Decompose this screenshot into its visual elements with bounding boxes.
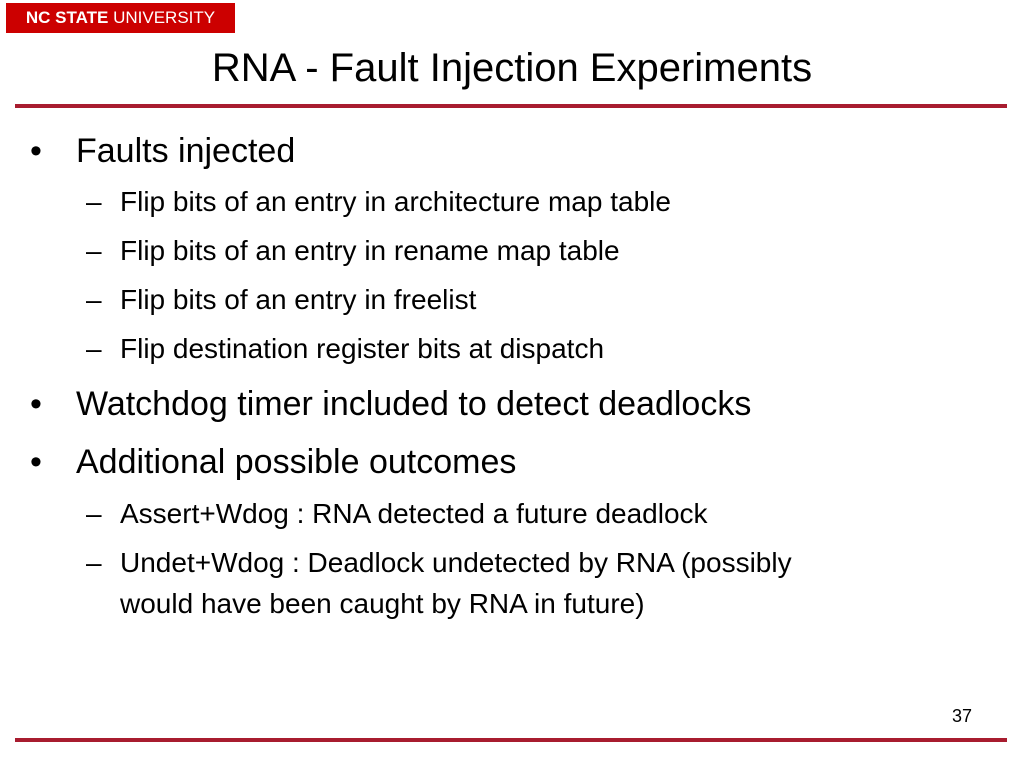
- sub-bullet-text: Assert+Wdog : RNA detected a future dead…: [120, 498, 708, 529]
- bullet-marker: •: [30, 132, 42, 170]
- bullet-text: Additional possible outcomes: [76, 443, 517, 481]
- sub-bullet-marker: –: [86, 284, 102, 315]
- bullet-text: Faults injected: [76, 132, 296, 170]
- sub-bullet-architecture-map: – Flip bits of an entry in architecture …: [86, 185, 671, 219]
- bullet-text: Watchdog timer included to detect deadlo…: [76, 385, 752, 423]
- sub-bullet-text: would have been caught by RNA in future): [120, 588, 645, 619]
- sub-bullet-text: Flip bits of an entry in architecture ma…: [120, 186, 671, 217]
- sub-bullet-rename-map: – Flip bits of an entry in rename map ta…: [86, 234, 620, 268]
- logo-bold-text: NC STATE: [25, 8, 109, 27]
- sub-bullet-text: Undet+Wdog : Deadlock undetected by RNA …: [120, 547, 792, 578]
- bullet-watchdog-timer: • Watchdog timer included to detect dead…: [30, 384, 752, 424]
- sub-bullet-assert-wdog: – Assert+Wdog : RNA detected a future de…: [86, 497, 708, 531]
- sub-bullet-marker: –: [86, 498, 102, 529]
- sub-bullet-marker: –: [86, 235, 102, 266]
- sub-bullet-freelist: – Flip bits of an entry in freelist: [86, 283, 477, 317]
- sub-bullet-text: Flip bits of an entry in rename map tabl…: [120, 235, 620, 266]
- sub-bullet-undet-wdog-continued: would have been caught by RNA in future): [120, 587, 645, 621]
- sub-bullet-marker: –: [86, 547, 102, 578]
- bullet-additional-outcomes: • Additional possible outcomes: [30, 442, 517, 482]
- footer-divider: [15, 738, 1007, 742]
- slide-title: RNA - Fault Injection Experiments: [211, 46, 813, 90]
- sub-bullet-destination-register: – Flip destination register bits at disp…: [86, 332, 605, 366]
- sub-bullet-text: Flip bits of an entry in freelist: [120, 284, 477, 315]
- sub-bullet-marker: –: [86, 186, 102, 217]
- page-number: 37: [951, 706, 972, 726]
- sub-bullet-undet-wdog: – Undet+Wdog : Deadlock undetected by RN…: [86, 546, 792, 580]
- bullet-faults-injected: • Faults injected: [30, 131, 296, 171]
- university-logo: NC STATE UNIVERSITY: [6, 3, 235, 33]
- header-divider: [15, 104, 1007, 108]
- bullet-marker: •: [30, 443, 42, 481]
- bullet-marker: •: [30, 385, 42, 423]
- sub-bullet-marker: –: [86, 333, 102, 364]
- sub-bullet-text: Flip destination register bits at dispat…: [120, 333, 605, 364]
- logo-regular-text: UNIVERSITY: [113, 8, 216, 27]
